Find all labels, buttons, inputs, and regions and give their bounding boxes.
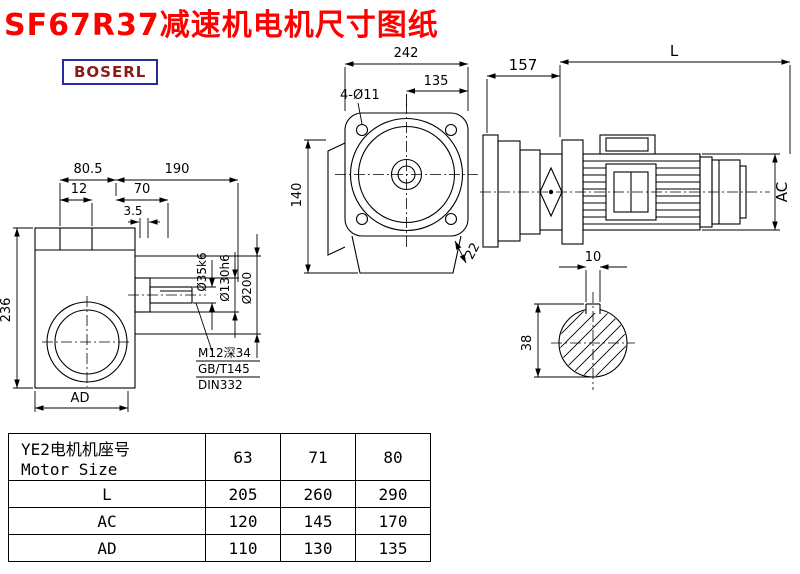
value-AC-80: 170 — [355, 507, 431, 535]
dim-190: 190 — [165, 162, 190, 177]
front-dimension-242: 242 — [344, 46, 469, 111]
side-dimension-AD: AD — [34, 391, 129, 412]
table-row-AC: AC 120 145 170 — [8, 507, 431, 535]
side-dimension-190: 190 — [115, 162, 239, 282]
motor-side-view-drawing: L 157 — [480, 42, 791, 248]
dim-10: 10 — [585, 250, 602, 265]
dim-236: 236 — [0, 298, 14, 323]
dim-70: 70 — [134, 182, 151, 197]
note-standard-din: DIN332 — [198, 378, 243, 392]
gearbox-body-outline — [34, 227, 136, 389]
output-shaft-outline — [128, 277, 206, 313]
gear-unit-outline — [482, 134, 584, 248]
dim-4xd11: 4-Ø11 — [340, 88, 380, 103]
side-dimension-flange-dia: Ø200 — [135, 234, 261, 358]
value-AC-71: 145 — [280, 507, 356, 535]
table-row-L: L 205 260 290 — [8, 480, 431, 508]
dim-12: 12 — [71, 182, 88, 197]
row-label-AC: AC — [8, 507, 206, 535]
dim-242: 242 — [394, 46, 419, 61]
dim-38: 38 — [520, 335, 535, 352]
frame-size-63: 63 — [205, 433, 281, 481]
value-AD-63: 110 — [205, 534, 281, 562]
frame-size-71: 71 — [280, 433, 356, 481]
row-label-L: L — [8, 480, 206, 508]
front-dimension-135: 135 — [406, 74, 468, 107]
dim-3-5: 3.5 — [123, 204, 142, 218]
dim-157: 157 — [509, 56, 538, 74]
terminal-box — [599, 134, 656, 155]
value-L-80: 290 — [355, 480, 431, 508]
table-row-AD: AD 110 130 135 — [8, 534, 431, 562]
header-label-cn: YE2电机机座号 — [21, 439, 130, 459]
header-motor-size-cell: YE2电机机座号 Motor Size — [8, 433, 206, 481]
side-dimension-3-5: 3.5 — [123, 204, 160, 238]
dim-AD: AD — [71, 391, 90, 406]
header-label-en: Motor Size — [21, 459, 118, 479]
brand-text: BOSERL — [74, 63, 147, 81]
shaft-section-drawing: 10 — [520, 250, 635, 390]
side-dimension-70: 70 — [116, 182, 169, 238]
dim-140: 140 — [290, 183, 305, 208]
value-AD-71: 130 — [280, 534, 356, 562]
motor-dimension-157: 157 — [486, 56, 560, 133]
value-L-63: 205 — [205, 480, 281, 508]
note-standard-gb: GB/T145 — [198, 362, 250, 376]
dim-22: 22 — [462, 241, 483, 263]
side-dimension-80-5: 80.5 — [59, 162, 116, 226]
front-flange-outline — [335, 103, 478, 250]
front-dimension-22: 22 — [454, 241, 483, 264]
side-dimension-hub-dia: Ø130h6 — [150, 252, 239, 338]
frame-size-80: 80 — [355, 433, 431, 481]
front-view-drawing: 242 135 4-Ø11 140 22 — [290, 46, 483, 274]
front-dimension-140: 140 — [290, 139, 358, 274]
dim-L: L — [670, 42, 679, 60]
keyway-slot — [585, 303, 601, 314]
value-L-71: 260 — [280, 480, 356, 508]
motor-dimension-AC: AC — [702, 153, 791, 231]
value-AD-80: 135 — [355, 534, 431, 562]
row-label-AD: AD — [8, 534, 206, 562]
dim-80-5: 80.5 — [74, 162, 103, 177]
table-header-row: YE2电机机座号 Motor Size 63 71 80 — [8, 433, 431, 481]
dim-135: 135 — [424, 74, 449, 89]
motor-dimension-L: L — [559, 42, 791, 154]
brand-logo: BOSERL — [62, 59, 159, 85]
gearbox-side-view-drawing: 80.5 190 12 70 3.5 — [0, 162, 261, 412]
shaft-section-circle — [551, 292, 635, 390]
dim-flange-dia: Ø200 — [240, 272, 254, 304]
adapter-diamond-mark — [539, 166, 563, 218]
section-dimension-38: 38 — [520, 303, 593, 378]
note-tap: M12深34 — [198, 346, 251, 360]
motor-body — [582, 134, 701, 231]
page-title: SF67R37减速机电机尺寸图纸 — [4, 8, 439, 43]
section-dimension-10: 10 — [559, 250, 627, 302]
motor-size-table: YE2电机机座号 Motor Size 63 71 80 L 205 260 2… — [8, 433, 431, 562]
side-dimension-236: 236 — [0, 227, 33, 389]
dim-shaft-dia: Ø35k6 — [195, 252, 209, 291]
shaft-tap-note: M12深34 GB/T145 DIN332 — [195, 302, 260, 392]
side-dimension-shaft-dia: Ø35k6 — [193, 252, 216, 330]
front-bolt-hole-callout: 4-Ø11 — [340, 88, 380, 125]
side-dimension-12: 12 — [60, 182, 93, 226]
dim-AC: AC — [773, 182, 791, 202]
value-AC-63: 120 — [205, 507, 281, 535]
